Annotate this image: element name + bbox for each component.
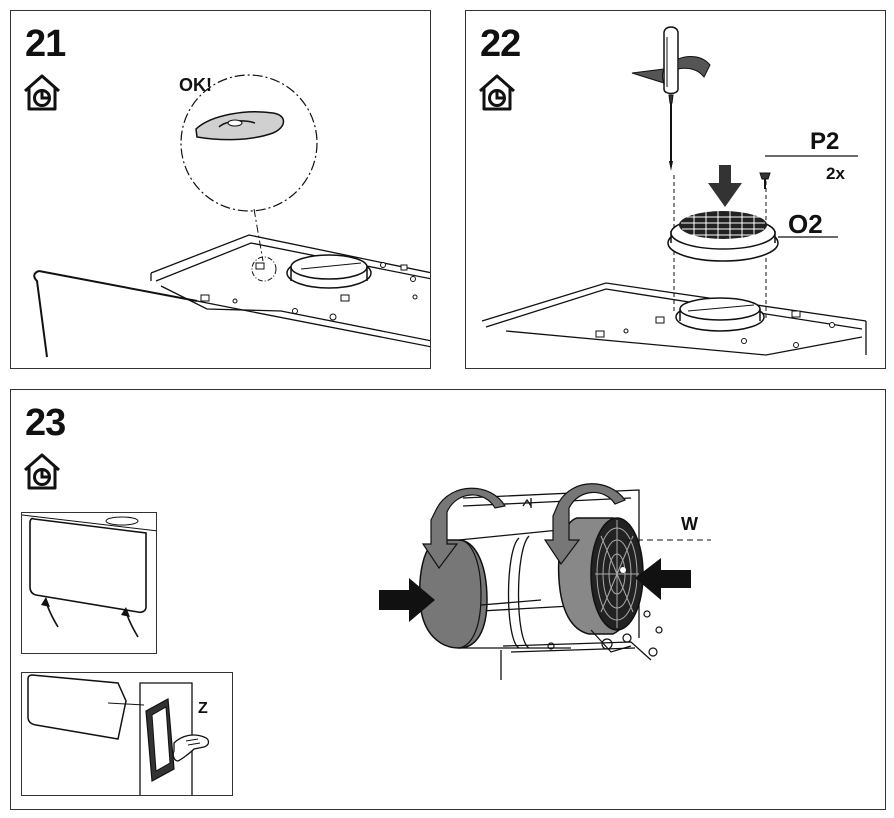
house-service-icon: [479, 74, 515, 111]
detail-origin-circle: [251, 256, 277, 282]
right-fan-grille: [557, 517, 644, 635]
duct-collar: [675, 297, 765, 332]
hand-icon: [172, 734, 210, 762]
push-arrow-left: [379, 578, 435, 622]
rotate-clockwise-arrow: [677, 56, 711, 78]
rotate-arrow-left: [421, 487, 506, 570]
left-fan-wheel: [419, 539, 488, 649]
hood-top-plate: [150, 234, 430, 348]
house-service-icon: [24, 74, 60, 111]
inset-tab-z: Z: [21, 672, 233, 796]
step-22-panel: 22 P2 2x: [465, 10, 886, 369]
inset-lift-panel: [21, 512, 157, 654]
motor-drum: [458, 529, 571, 649]
glass-panel: [33, 270, 48, 358]
screw-p2-icon: [759, 172, 771, 189]
hood-top-plate: [481, 282, 867, 356]
step-number: 23: [25, 402, 66, 444]
step-23-illustration: W: [24, 453, 711, 680]
step-21-panel: 21 OK!: [10, 10, 431, 369]
tab-label: Z: [198, 700, 208, 717]
step-number: 22: [480, 23, 521, 65]
screw-quantity: 2x: [826, 164, 845, 183]
step-21-illustration: OK!: [24, 74, 430, 358]
filter-frame: [145, 698, 175, 782]
check-valve-o2: [667, 211, 779, 262]
clip-bracket-detail: [195, 111, 285, 141]
screwdriver-icon: [663, 26, 679, 171]
push-arrow-right: [635, 558, 691, 600]
insert-down-arrow: [708, 165, 742, 207]
step-22-illustration: P2 2x O2: [479, 26, 867, 356]
part-label: W: [681, 514, 698, 534]
step-number: 21: [25, 23, 66, 65]
part-label: O2: [788, 209, 823, 239]
ok-callout-text: OK!: [179, 75, 212, 95]
rotate-arrow-right: [543, 483, 626, 566]
motor-housing-frame: [462, 489, 652, 680]
screw-label: P2: [810, 128, 839, 155]
house-service-icon: [24, 453, 60, 490]
detail-magnifier-circle: [180, 74, 318, 212]
duct-collar: [286, 254, 372, 289]
step-23-panel: 23: [10, 389, 886, 810]
